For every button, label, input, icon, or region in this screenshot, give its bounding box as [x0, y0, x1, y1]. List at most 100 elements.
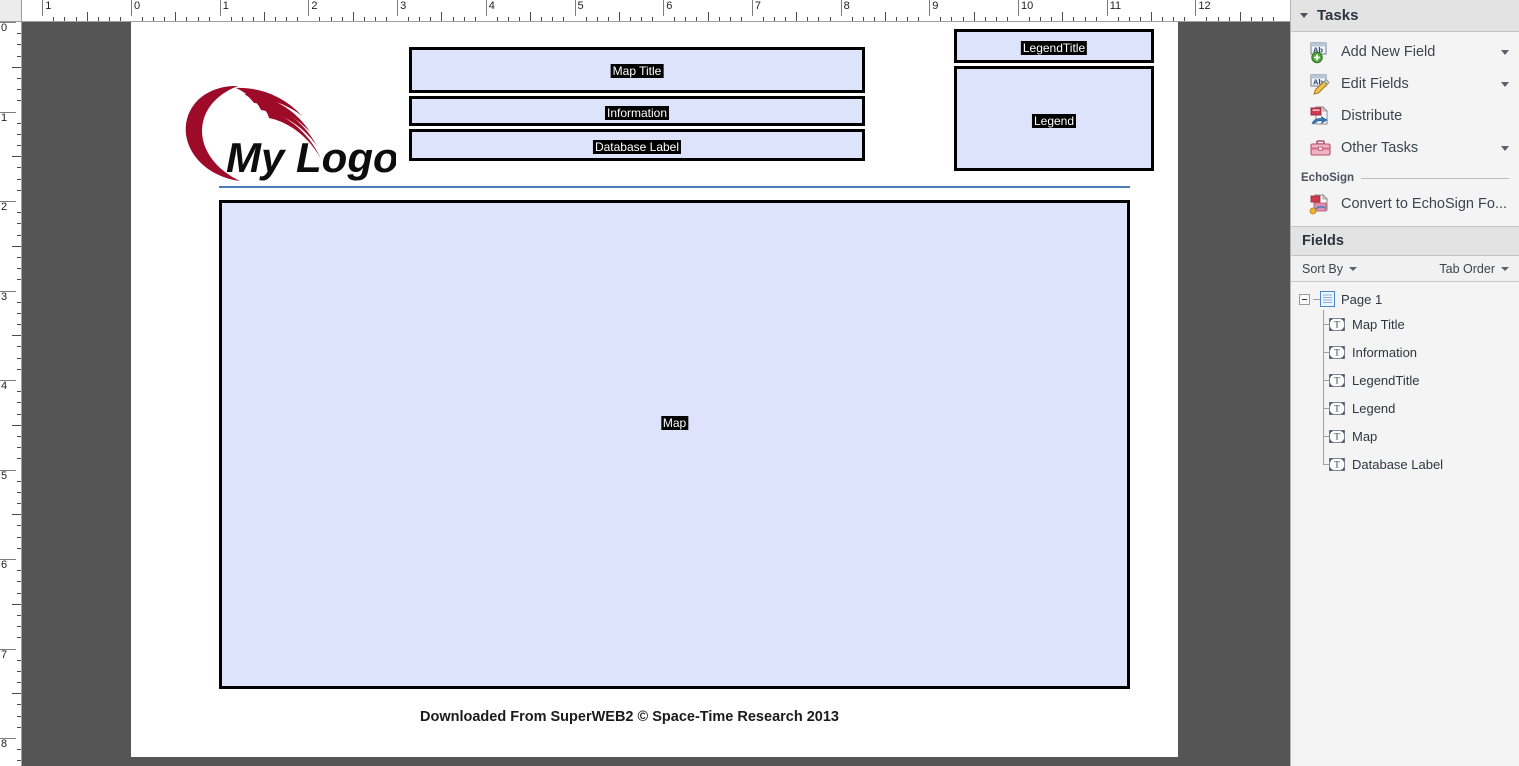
field-tag-map-title: Map Title	[610, 64, 664, 78]
ruler-tick	[17, 402, 21, 404]
ruler-label: 12	[1198, 0, 1211, 12]
page-1[interactable]: My Logo Map Title Information Database L…	[131, 22, 1178, 757]
ruler-tick	[1095, 17, 1097, 21]
ruler-tick	[252, 17, 254, 21]
task-row-other-tasks[interactable]: Other Tasks	[1291, 132, 1519, 164]
ruler-tick	[1062, 12, 1064, 21]
ruler-label: 9	[932, 0, 939, 12]
task-convert-to-echosign[interactable]: Convert to EchoSign Fo...	[1291, 188, 1519, 220]
ruler-label: 6	[1, 559, 8, 571]
ruler-major-mark	[1195, 0, 1197, 16]
ruler-major-mark	[0, 201, 16, 202]
ruler-label: 2	[1, 201, 8, 213]
form-field-map-title[interactable]: Map Title	[409, 47, 865, 93]
ruler-label: 0	[134, 0, 141, 12]
echosign-section-label: EchoSign	[1301, 172, 1355, 184]
form-field-legend-title[interactable]: LegendTitle	[954, 29, 1154, 63]
ruler-label: 11	[1109, 0, 1122, 12]
tree-node-page-1[interactable]: Page 1	[1291, 288, 1519, 310]
ruler-label: 8	[843, 0, 850, 12]
ruler-tick	[818, 17, 820, 21]
sort-by-dropdown[interactable]: Sort By	[1302, 262, 1357, 276]
collapse-caret-icon[interactable]	[1300, 13, 1308, 18]
fields-panel-header[interactable]: Fields	[1291, 226, 1519, 256]
ruler-tick	[86, 12, 88, 21]
my-logo-image: My Logo	[178, 84, 396, 184]
document-canvas[interactable]: My Logo Map Title Information Database L…	[22, 22, 1290, 766]
ruler-tick	[984, 17, 986, 21]
ruler-tick	[17, 77, 21, 79]
ruler-major-mark	[42, 0, 44, 16]
ruler-tick	[264, 12, 266, 21]
ruler-label: 1	[222, 0, 229, 12]
ruler-tick	[17, 301, 21, 303]
ruler-tick	[1261, 17, 1263, 21]
ruler-label: 3	[400, 0, 407, 12]
ruler-tick	[17, 346, 21, 348]
fields-panel-title: Fields	[1302, 233, 1344, 249]
ruler-tick	[386, 17, 387, 21]
ruler-label: 6	[666, 0, 673, 12]
ruler-tick	[363, 17, 365, 21]
ruler-tick	[17, 279, 21, 281]
ruler-tick	[629, 17, 631, 21]
ruler-tick	[17, 145, 21, 147]
ruler-tick	[940, 17, 942, 21]
ruler-tick	[17, 547, 21, 549]
ruler-major-mark	[0, 290, 16, 292]
text-field-icon: T	[1329, 401, 1345, 415]
form-field-database-label[interactable]: Database Label	[409, 129, 865, 161]
ruler-tick	[17, 670, 21, 672]
ruler-tick	[873, 17, 875, 21]
form-field-map[interactable]: Map	[219, 200, 1130, 689]
tree-line	[1323, 464, 1331, 465]
ruler-tick	[17, 570, 21, 572]
ruler-major-mark	[0, 648, 16, 650]
chevron-down-icon[interactable]	[1501, 81, 1509, 87]
ruler-tick	[1173, 17, 1175, 21]
fields-sort-bar: Sort By Tab Order	[1291, 256, 1519, 282]
ruler-tick	[1228, 17, 1230, 21]
form-field-legend[interactable]: Legend	[954, 66, 1154, 171]
ruler-tick	[951, 17, 953, 21]
ruler-tick	[241, 17, 243, 21]
chevron-down-icon[interactable]	[1501, 145, 1509, 151]
ruler-major-mark	[663, 0, 665, 16]
ruler-tick	[707, 12, 709, 21]
expander-collapse-icon[interactable]	[1299, 293, 1310, 305]
ruler-major-mark	[0, 22, 16, 23]
ruler-tick	[17, 357, 21, 359]
ruler-major-mark	[0, 469, 16, 471]
ruler-tick	[17, 749, 21, 751]
tasks-panel-header[interactable]: Tasks	[1291, 0, 1519, 32]
ruler-tick	[973, 12, 975, 21]
form-field-information[interactable]: Information	[409, 96, 865, 126]
ruler-tick	[762, 17, 764, 21]
ruler-label: 1	[45, 0, 52, 12]
chevron-down-icon[interactable]	[1501, 49, 1509, 55]
ruler-tick	[507, 17, 509, 21]
ruler-tick	[153, 17, 155, 21]
ruler-tick	[12, 66, 21, 68]
ruler-tick	[12, 424, 21, 426]
ruler-tick	[275, 17, 277, 21]
ruler-tick	[197, 17, 199, 21]
ruler-tick	[896, 17, 898, 21]
task-row-distribute[interactable]: Distribute	[1291, 100, 1519, 132]
ruler-label: 0	[1, 22, 8, 34]
ruler-tick	[17, 726, 21, 728]
ruler-tick	[563, 17, 565, 21]
tab-order-dropdown[interactable]: Tab Order	[1439, 262, 1509, 276]
